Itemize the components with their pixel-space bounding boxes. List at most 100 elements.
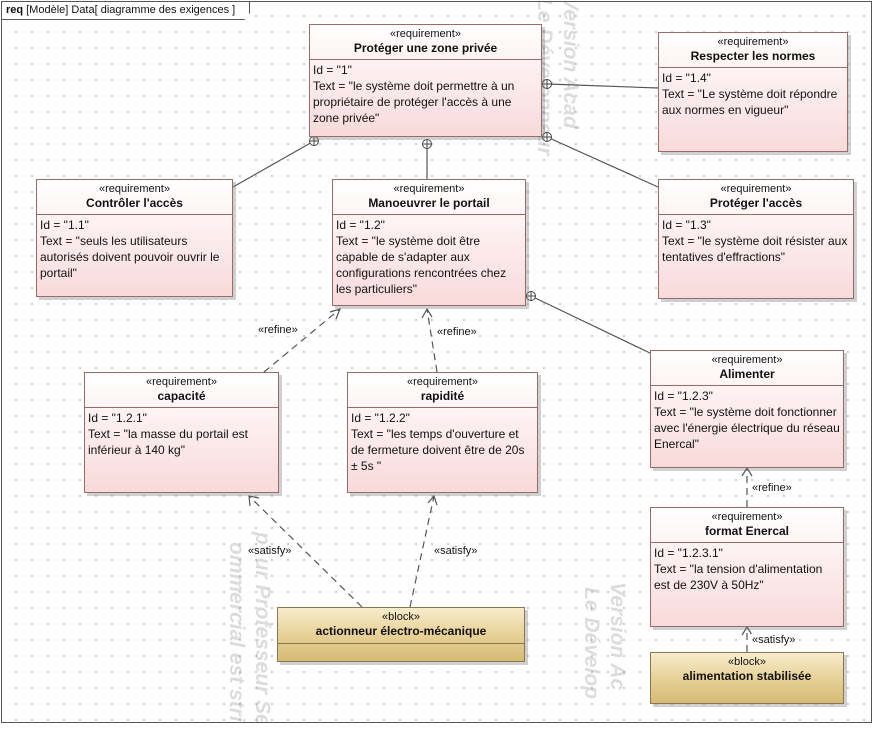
requirement-1-2-3-1[interactable]: «requirement» format Enercal Id = "1.2.3… bbox=[650, 507, 844, 627]
requirement-body: Id = "1" Text = "le système doit permett… bbox=[310, 60, 541, 128]
relations-layer bbox=[232, 79, 753, 652]
requirement-id: Id = "1.4" bbox=[662, 71, 711, 85]
satisfy-label-122: «satisfy» bbox=[433, 545, 479, 557]
stereotype-label: «requirement» bbox=[407, 376, 478, 388]
stereotype-label: «requirement» bbox=[146, 376, 217, 388]
requirement-name: Contrôler l'accès bbox=[86, 196, 183, 210]
requirement-name: Manoeuvrer le portail bbox=[368, 196, 490, 210]
stereotype-label: «requirement» bbox=[720, 183, 792, 195]
requirement-id: Id = "1" bbox=[313, 63, 352, 77]
requirement-1-4[interactable]: «requirement» Respecter les normes Id = … bbox=[658, 32, 848, 152]
requirement-id: Id = "1.3" bbox=[662, 218, 711, 232]
requirement-text: Text = "le système doit permettre à un p… bbox=[313, 79, 515, 125]
requirement-1-1[interactable]: «requirement» Contrôler l'accès Id = "1.… bbox=[36, 179, 233, 297]
stereotype-label: «block» bbox=[728, 656, 766, 668]
requirement-header: «requirement» Protéger l'accès bbox=[659, 180, 853, 215]
arrowhead-refine-121 bbox=[329, 308, 342, 320]
block-compartment bbox=[278, 644, 524, 656]
satisfy-link-b1-121 bbox=[248, 495, 363, 608]
requirement-text: Text = "seuls les utilisateurs autorisés… bbox=[40, 234, 220, 280]
requirement-name: capacité bbox=[157, 389, 206, 403]
requirement-body: Id = "1.2.3" Text = "le système doit fon… bbox=[651, 386, 843, 454]
requirement-name: Respecter les normes bbox=[690, 49, 816, 63]
stereotype-label: «requirement» bbox=[393, 183, 465, 195]
requirement-1-2[interactable]: «requirement» Manoeuvrer le portail Id =… bbox=[332, 179, 526, 306]
requirement-1-2-3[interactable]: «requirement» Alimenter Id = "1.2.3" Tex… bbox=[650, 350, 844, 468]
requirement-body: Id = "1.4" Text = "Le système doit répon… bbox=[659, 68, 847, 120]
block-actionneur[interactable]: «block» actionneur électro-mécanique bbox=[277, 607, 525, 662]
arrowhead-refine-1231 bbox=[741, 466, 753, 477]
containment-marker-12-123 bbox=[526, 291, 536, 301]
frame-title: [Modèle] Data[ diagramme des exigences ] bbox=[26, 4, 236, 16]
requirement-text: Text = "la tension d'alimentation est de… bbox=[654, 562, 823, 592]
requirement-body: Id = "1.2.3.1" Text = "la tension d'alim… bbox=[651, 543, 843, 595]
block-name: actionneur électro-mécanique bbox=[315, 624, 487, 638]
refine-label-1231: «refine» bbox=[751, 482, 793, 494]
arrowhead-satisfy-121 bbox=[248, 495, 260, 507]
requirement-id: Id = "1.2.1" bbox=[88, 411, 147, 425]
requirement-header: «requirement» Protéger une zone privée bbox=[310, 25, 541, 60]
containment-marker-1-3 bbox=[542, 132, 552, 142]
requirement-name: Protéger l'accès bbox=[709, 196, 803, 210]
requirement-id: Id = "1.2.3" bbox=[654, 389, 713, 403]
arrowhead-satisfy-122 bbox=[427, 494, 438, 506]
requirement-header: «requirement» rapidité bbox=[348, 373, 537, 408]
requirement-name: Protéger une zone privée bbox=[353, 41, 498, 55]
requirement-name: Alimenter bbox=[719, 367, 775, 381]
requirement-id: Id = "1.2.3.1" bbox=[654, 546, 723, 560]
requirement-header: «requirement» capacité bbox=[85, 373, 278, 408]
stereotype-label: «requirement» bbox=[99, 183, 170, 195]
requirement-1-2-1[interactable]: «requirement» capacité Id = "1.2.1" Text… bbox=[84, 372, 279, 493]
block-header: «block» alimentation stabilisée bbox=[651, 653, 843, 688]
requirement-1[interactable]: «requirement» Protéger une zone privée I… bbox=[309, 24, 542, 137]
requirement-body: Id = "1.2.2" Text = "les temps d'ouvertu… bbox=[348, 408, 537, 476]
requirement-id: Id = "1.2" bbox=[336, 218, 385, 232]
satisfy-link-b1-122 bbox=[409, 495, 435, 608]
containment-link-12-123 bbox=[530, 295, 653, 355]
requirement-text: Text = "le système doit être capable de … bbox=[336, 234, 507, 296]
block-name: alimentation stabilisée bbox=[682, 669, 812, 683]
refine-link-121 bbox=[263, 308, 341, 373]
containment-link-1-1 bbox=[232, 140, 315, 188]
block-header: «block» actionneur électro-mécanique bbox=[278, 608, 524, 644]
requirement-text: Text = "le système doit résister aux ten… bbox=[662, 234, 848, 264]
requirement-text: Text = "la masse du portail est inférieu… bbox=[88, 427, 249, 457]
requirement-body: Id = "1.2.1" Text = "la masse du portail… bbox=[85, 408, 278, 460]
requirement-body: Id = "1.1" Text = "seuls les utilisateur… bbox=[37, 215, 232, 283]
frame-label: req[Modèle] Data[ diagramme des exigence… bbox=[2, 2, 250, 20]
requirement-header: «requirement» Alimenter bbox=[651, 351, 843, 386]
stereotype-label: «block» bbox=[382, 611, 420, 623]
refine-label-122: «refine» bbox=[436, 326, 478, 338]
containment-link-1-3 bbox=[546, 136, 659, 188]
containment-marker-1-1 bbox=[309, 136, 319, 146]
requirement-1-2-2[interactable]: «requirement» rapidité Id = "1.2.2" Text… bbox=[347, 372, 538, 493]
stereotype-label: «requirement» bbox=[717, 36, 789, 48]
requirement-1-3[interactable]: «requirement» Protéger l'accès Id = "1.3… bbox=[658, 179, 854, 299]
satisfy-label-1231: «satisfy» bbox=[751, 634, 797, 646]
requirement-text: Text = "Le système doit répondre aux nor… bbox=[662, 87, 838, 117]
containment-marker-1-4 bbox=[542, 79, 552, 89]
diagram-frame: req[Modèle] Data[ diagramme des exigence… bbox=[1, 1, 872, 723]
requirement-header: «requirement» Respecter les normes bbox=[659, 33, 847, 68]
block-alimentation[interactable]: «block» alimentation stabilisée bbox=[650, 652, 844, 704]
requirement-id: Id = "1.2.2" bbox=[351, 411, 410, 425]
arrowhead-satisfy-1231 bbox=[741, 625, 753, 636]
stereotype-label: «requirement» bbox=[711, 511, 783, 523]
requirement-text: Text = "les temps d'ouverture et de ferm… bbox=[351, 427, 525, 473]
refine-link-122 bbox=[426, 308, 438, 373]
requirement-header: «requirement» format Enercal bbox=[651, 508, 843, 543]
arrowhead-refine-122 bbox=[421, 307, 433, 319]
requirement-text: Text = "le système doit fonctionner avec… bbox=[654, 405, 840, 451]
requirement-name: rapidité bbox=[420, 389, 465, 403]
refine-label-121: «refine» bbox=[257, 324, 299, 336]
containment-link-1-4 bbox=[546, 83, 659, 89]
requirement-body: Id = "1.2" Text = "le système doit être … bbox=[333, 215, 525, 299]
requirement-body: Id = "1.3" Text = "le système doit résis… bbox=[659, 215, 853, 267]
satisfy-label-121: «satisfy» bbox=[247, 545, 293, 557]
requirement-name: format Enercal bbox=[704, 524, 790, 538]
stereotype-label: «requirement» bbox=[390, 28, 461, 40]
requirement-header: «requirement» Contrôler l'accès bbox=[37, 180, 232, 215]
frame-kind: req bbox=[6, 4, 24, 16]
requirement-id: Id = "1.1" bbox=[40, 218, 89, 232]
requirement-header: «requirement» Manoeuvrer le portail bbox=[333, 180, 525, 215]
